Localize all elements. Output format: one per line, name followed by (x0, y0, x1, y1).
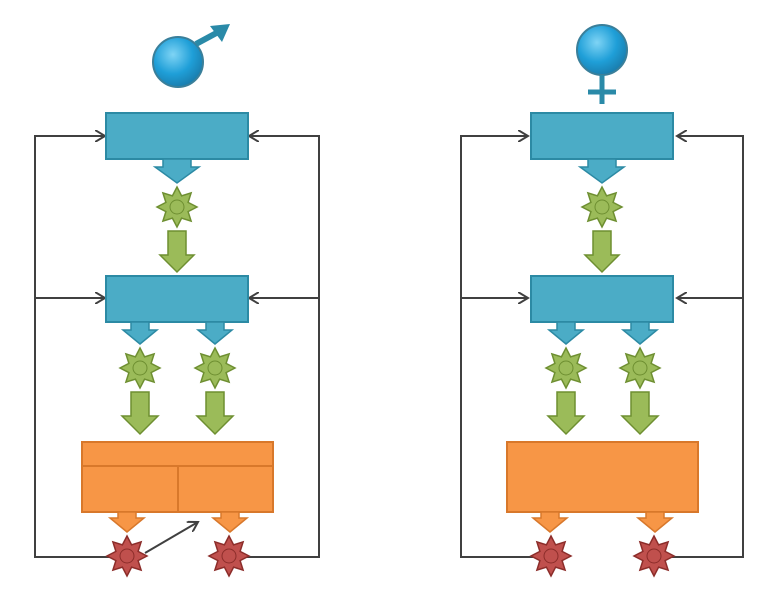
female-upper-box (530, 112, 674, 184)
female-green-signal-2 (544, 346, 588, 390)
female-green-signal-1 (580, 185, 624, 229)
female-green-arrow-2 (546, 391, 586, 436)
male-green-arrow-2 (120, 391, 160, 436)
male-green-signal-1 (155, 185, 199, 229)
male-bottom-box (81, 441, 274, 533)
female-green-arrow-3 (620, 391, 660, 436)
male-panel (34, 24, 320, 578)
female-red-signal-2 (632, 534, 676, 578)
male-red-signal-1 (105, 534, 149, 578)
male-green-arrow-1 (158, 230, 196, 274)
female-panel (460, 24, 744, 578)
female-middle-box (530, 275, 674, 345)
male-middle-box (105, 275, 249, 345)
female-feedback-lines (460, 136, 744, 558)
male-symbol-icon (152, 24, 230, 88)
female-symbol-icon (576, 24, 628, 104)
female-bottom-box (506, 441, 699, 533)
male-upper-box (105, 112, 249, 184)
male-red-signal-2 (207, 534, 251, 578)
female-red-signal-1 (529, 534, 573, 578)
male-feedback-lines (34, 136, 320, 558)
male-green-signal-3 (193, 346, 237, 390)
male-green-signal-2 (118, 346, 162, 390)
female-green-signal-3 (618, 346, 662, 390)
male-green-arrow-3 (195, 391, 235, 436)
female-green-arrow-1 (583, 230, 621, 274)
